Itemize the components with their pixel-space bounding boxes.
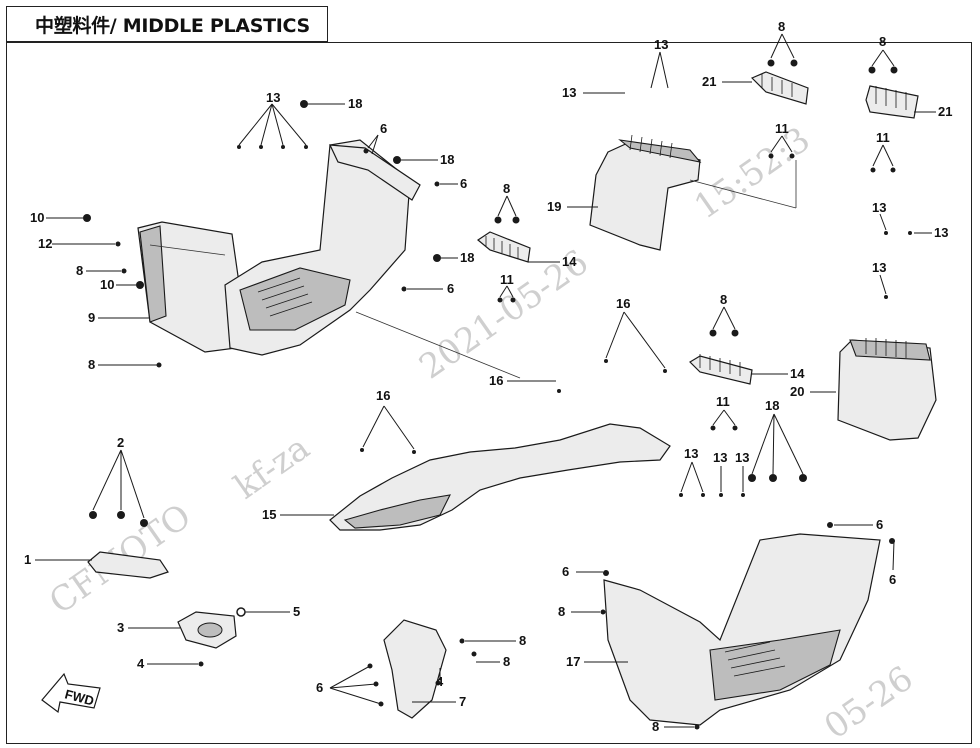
- storage-rack-14-lower: [689, 329, 753, 431]
- rear-box-19: [589, 134, 702, 251]
- callout-4: 4: [436, 674, 444, 689]
- callout-16: 16: [376, 388, 390, 403]
- callout-7: 7: [459, 694, 466, 709]
- callout-13: 13: [872, 260, 886, 275]
- center-cover-7: [367, 619, 477, 719]
- callout-19: 19: [547, 199, 561, 214]
- callout-14: 14: [562, 254, 577, 269]
- diagram-frame: [6, 42, 972, 744]
- callout-6: 6: [460, 176, 467, 191]
- alignment-lines: [355, 160, 797, 379]
- callout-21: 21: [702, 74, 716, 89]
- callout-10: 10: [100, 277, 114, 292]
- callout-12: 12: [38, 236, 52, 251]
- callout-18: 18: [765, 398, 779, 413]
- watermark-time: 15:52:3: [687, 119, 817, 227]
- callout-5: 5: [293, 604, 300, 619]
- center-console: [224, 139, 421, 356]
- callout-labels: 10 12 8 10 9 8 13 18 6 18 6 18 6 8 11 14…: [24, 19, 952, 734]
- callout-16: 16: [489, 373, 503, 388]
- rear-box-20: [837, 338, 937, 441]
- callout-8: 8: [88, 357, 95, 372]
- callout-11: 11: [876, 130, 890, 145]
- callout-8: 8: [558, 604, 565, 619]
- callout-13: 13: [684, 446, 698, 461]
- cup-holder-3: [177, 607, 246, 667]
- callout-6: 6: [876, 517, 883, 532]
- callout-8: 8: [652, 719, 659, 734]
- callout-8: 8: [76, 263, 83, 278]
- callout-14: 14: [790, 366, 805, 381]
- callout-4: 4: [137, 656, 145, 671]
- callout-11: 11: [500, 272, 514, 287]
- callout-13: 13: [713, 450, 727, 465]
- callout-1: 1: [24, 552, 31, 567]
- lower-right-console-17: [600, 474, 895, 730]
- callout-6: 6: [447, 281, 454, 296]
- storage-rack-21-left: [750, 59, 809, 159]
- fwd-label: FWD: [63, 686, 95, 708]
- callout-17: 17: [566, 654, 580, 669]
- callout-18: 18: [440, 152, 454, 167]
- watermark-corner: 05-26: [817, 658, 920, 747]
- page-title: 中塑料件/ MIDDLE PLASTICS: [35, 14, 310, 37]
- callout-21: 21: [938, 104, 952, 119]
- callout-11: 11: [775, 121, 789, 136]
- callout-3: 3: [117, 620, 124, 635]
- callout-8: 8: [503, 654, 510, 669]
- storage-rack-14-upper: [476, 216, 531, 303]
- callout-8: 8: [879, 34, 886, 49]
- watermark-user: kf-za: [227, 428, 317, 508]
- callout-18: 18: [460, 250, 474, 265]
- callout-8: 8: [778, 19, 785, 34]
- callout-13: 13: [872, 200, 886, 215]
- callout-20: 20: [790, 384, 804, 399]
- leader-lines: [35, 33, 936, 728]
- title-box: 中塑料件/ MIDDLE PLASTICS: [6, 6, 328, 42]
- callout-9: 9: [88, 310, 95, 325]
- callout-6: 6: [316, 680, 323, 695]
- callout-8: 8: [503, 181, 510, 196]
- callout-6: 6: [380, 121, 387, 136]
- callout-11: 11: [716, 394, 730, 409]
- callout-6: 6: [562, 564, 569, 579]
- callout-13: 13: [562, 85, 576, 100]
- callout-13: 13: [266, 90, 280, 105]
- callout-8: 8: [519, 633, 526, 648]
- callout-13: 13: [934, 225, 948, 240]
- callout-18: 18: [348, 96, 362, 111]
- callout-8: 8: [720, 292, 727, 307]
- fastener-markers: [83, 100, 441, 368]
- floor-panel-15: [329, 359, 671, 531]
- bracket-1: [87, 511, 169, 579]
- forward-direction-badge: FWD: [41, 672, 101, 714]
- callout-16: 16: [616, 296, 630, 311]
- callout-15: 15: [262, 507, 276, 522]
- callout-10: 10: [30, 210, 44, 225]
- callout-13: 13: [654, 37, 668, 52]
- callout-2: 2: [117, 435, 124, 450]
- storage-rack-21-right: [865, 66, 919, 299]
- callout-6: 6: [889, 572, 896, 587]
- callout-13: 13: [735, 450, 749, 465]
